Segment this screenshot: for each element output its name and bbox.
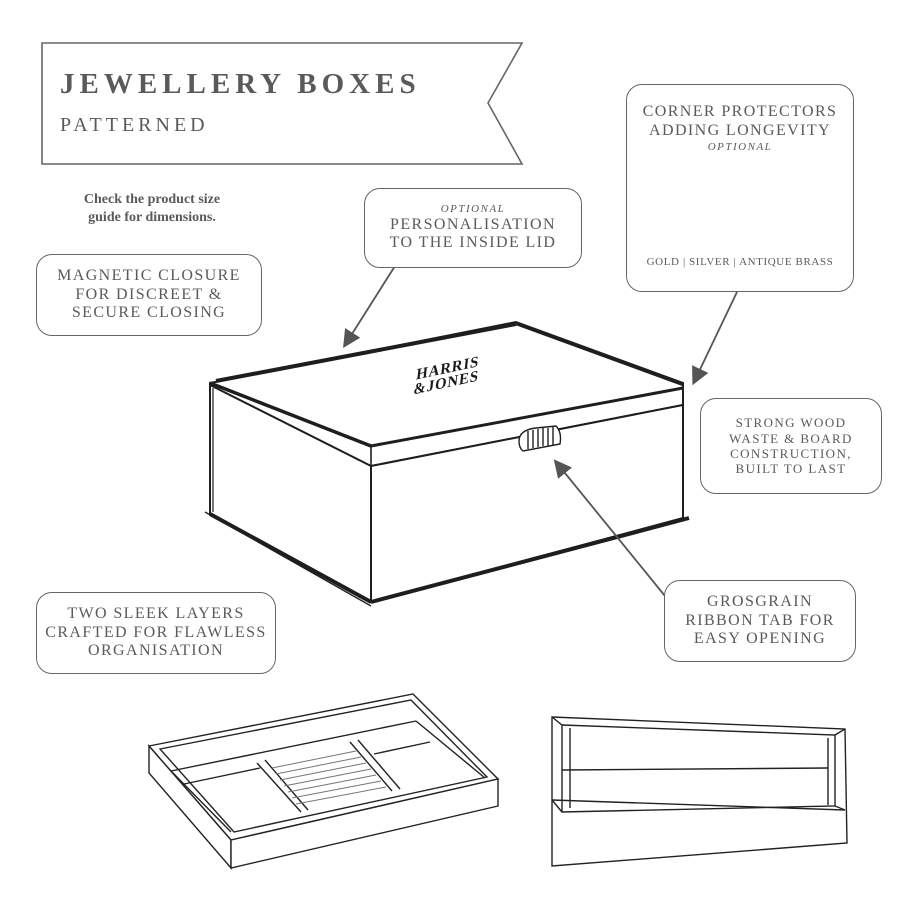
callout-two-layers: TWO SLEEK LAYERS CRAFTED FOR FLAWLESS OR… [36,592,276,674]
callout-corner-protectors: CORNER PROTECTORS ADDING LONGEVITY OPTIO… [626,84,854,292]
arrow-ribbon-tab [553,459,666,597]
page-title: JEWELLERY BOXES [60,68,421,100]
layers-line-2: CRAFTED FOR FLAWLESS [45,623,267,641]
open-tray [551,716,848,867]
callout-magnetic-closure: MAGNETIC CLOSURE FOR DISCREET & SECURE C… [36,254,262,336]
corner-line-1: CORNER PROTECTORS [642,103,838,120]
page-subtitle: PATTERNED [60,114,209,136]
corner-line-2: ADDING LONGEVITY [649,121,831,139]
personalisation-optional: OPTIONAL [440,202,506,215]
ring-roll-slots [271,750,387,805]
callout-wood-construction: STRONG WOOD WASTE & BOARD CONSTRUCTION, … [700,398,882,494]
grosgrain-line-3: EASY OPENING [693,630,827,648]
wood-line-4: BUILT TO LAST [735,461,847,477]
ribbon-tab [518,425,562,452]
arrow-corner-protector [692,291,738,386]
grosgrain-line-2: RIBBON TAB FOR [685,611,835,629]
callout-personalisation: OPTIONAL PERSONALISATION TO THE INSIDE L… [364,188,582,268]
wood-line-3: CONSTRUCTION, [730,446,852,461]
magnetic-line-1: MAGNETIC CLOSURE [57,266,241,284]
magnetic-line-2: FOR DISCREET & [75,285,223,303]
corner-optional: OPTIONAL [707,140,773,153]
box-body [204,383,690,607]
callout-grosgrain-tab: GROSGRAIN RIBBON TAB FOR EASY OPENING [664,580,856,662]
corner-finishes: GOLD | SILVER | ANTIQUE BRASS [646,255,834,268]
wood-line-2: WASTE & BOARD [729,430,853,446]
tray-with-compartments [147,693,500,870]
layers-line-3: ORGANISATION [88,642,224,660]
personalisation-line-1: PERSONALISATION [390,215,556,233]
magnetic-line-3: SECURE CLOSING [71,304,227,322]
arrow-personalisation [343,265,396,349]
personalisation-line-2: TO THE INSIDE LID [389,234,557,252]
size-guide-line-1: Check the product size [83,192,221,207]
banner-ribbon [41,42,524,165]
size-guide-line-2: guide for dimensions. [88,210,216,226]
grosgrain-line-1: GROSGRAIN [707,592,813,610]
layers-line-1: TWO SLEEK LAYERS [67,604,245,622]
wood-line-1: STRONG WOOD [735,415,847,431]
size-guide-note: Check the product size guide for dimensi… [64,191,240,227]
